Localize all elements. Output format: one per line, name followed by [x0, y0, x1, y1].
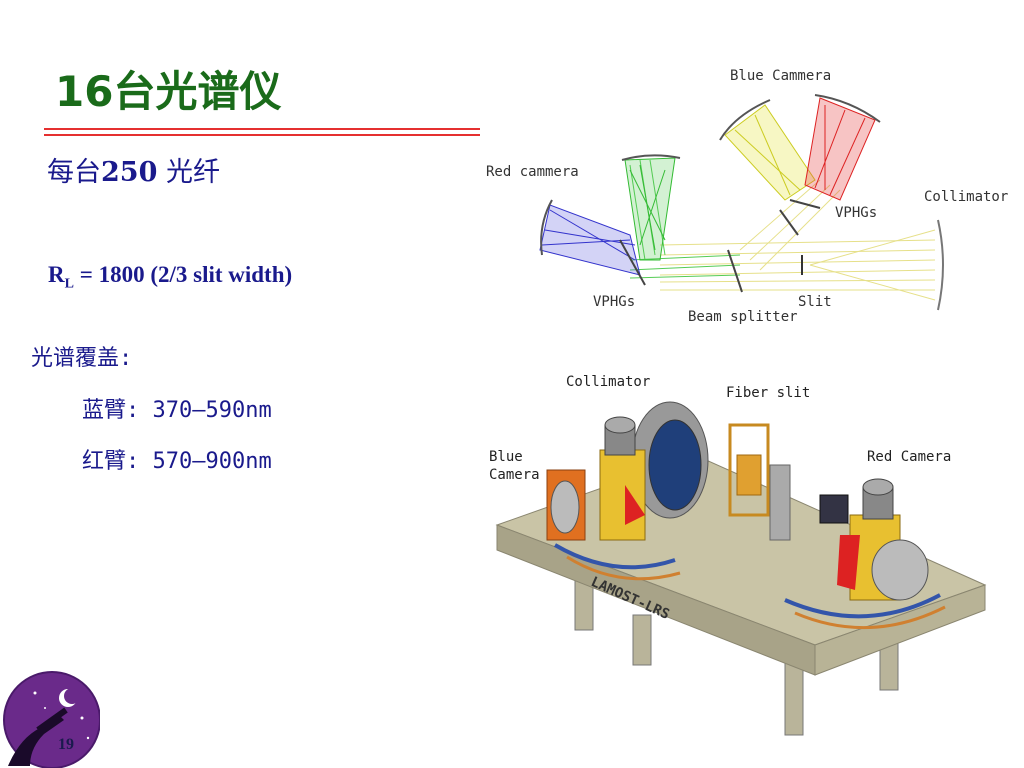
- resolution-text: RL = 1800 (2/3 slit width): [48, 262, 292, 293]
- slide-title: 16台光谱仪: [55, 67, 282, 116]
- label-fiber-slit: Fiber slit: [726, 385, 811, 401]
- label-blue-camera-hardware: Blue Camera: [489, 448, 540, 484]
- rl-value: = 1800 (2/3 slit width): [73, 262, 293, 287]
- rl-subscript: L: [64, 276, 74, 292]
- line1-number: 250: [101, 157, 158, 188]
- collimator-mirror-icon: [937, 219, 944, 311]
- observatory-logo: [3, 671, 100, 768]
- label-blue-camera-line2: Camera: [489, 467, 540, 483]
- label-slit: Slit: [798, 294, 832, 310]
- label-beam-splitter: Beam splitter: [688, 309, 798, 325]
- label-vphgs-right: VPHGs: [835, 205, 877, 221]
- beam-splitter-icon: [727, 249, 743, 293]
- optical-layout-diagram: Blue Cammera Red cammera Collimator VPHG…: [486, 68, 1008, 325]
- coverage-heading: 光谱覆盖:: [31, 346, 133, 371]
- rl-symbol: R: [48, 262, 65, 287]
- label-blue-cammera: Blue Cammera: [730, 68, 831, 84]
- label-vphgs-left: VPHGs: [593, 294, 635, 310]
- title-divider-top: [44, 128, 480, 130]
- title-divider-bottom: [44, 134, 480, 136]
- blue-arm-range: 蓝臂: 370—590nm: [82, 398, 272, 423]
- fibers-per-spectrograph: 每台250 光纤: [47, 150, 220, 189]
- label-blue-camera-line1: Blue: [489, 449, 523, 465]
- line1-suffix: 光纤: [157, 157, 220, 188]
- label-red-cammera: Red cammera: [486, 164, 579, 180]
- label-collimator-hardware: Collimator: [566, 374, 651, 390]
- hardware-layout-diagram: LAMOST-LRS: [495, 401, 987, 736]
- line1-prefix: 每台: [47, 157, 101, 188]
- red-arm-range: 红臂: 570—900nm: [82, 449, 272, 474]
- label-collimator-optics: Collimator: [924, 189, 1008, 205]
- page-number: 19: [58, 736, 74, 753]
- label-red-camera-hardware: Red Camera: [867, 449, 952, 465]
